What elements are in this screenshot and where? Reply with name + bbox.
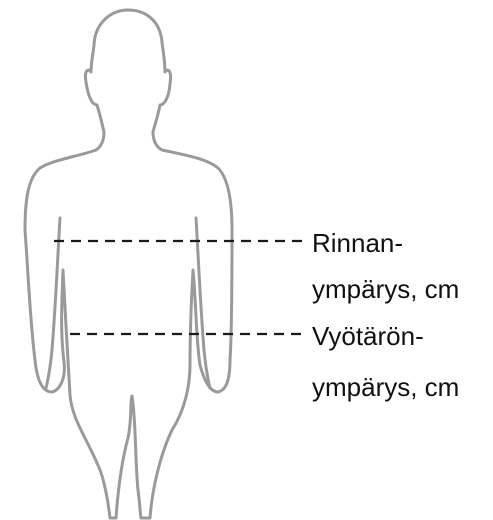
waist-label-line2: ympärys, cm: [312, 374, 459, 400]
chest-label-line2: ympärys, cm: [312, 276, 459, 302]
right-arm-inner-line: [196, 218, 210, 388]
waist-label-line1: Vyötärön-: [312, 323, 424, 349]
chest-label-line1: Rinnan-: [312, 230, 403, 256]
left-arm-inner-line: [46, 218, 60, 388]
